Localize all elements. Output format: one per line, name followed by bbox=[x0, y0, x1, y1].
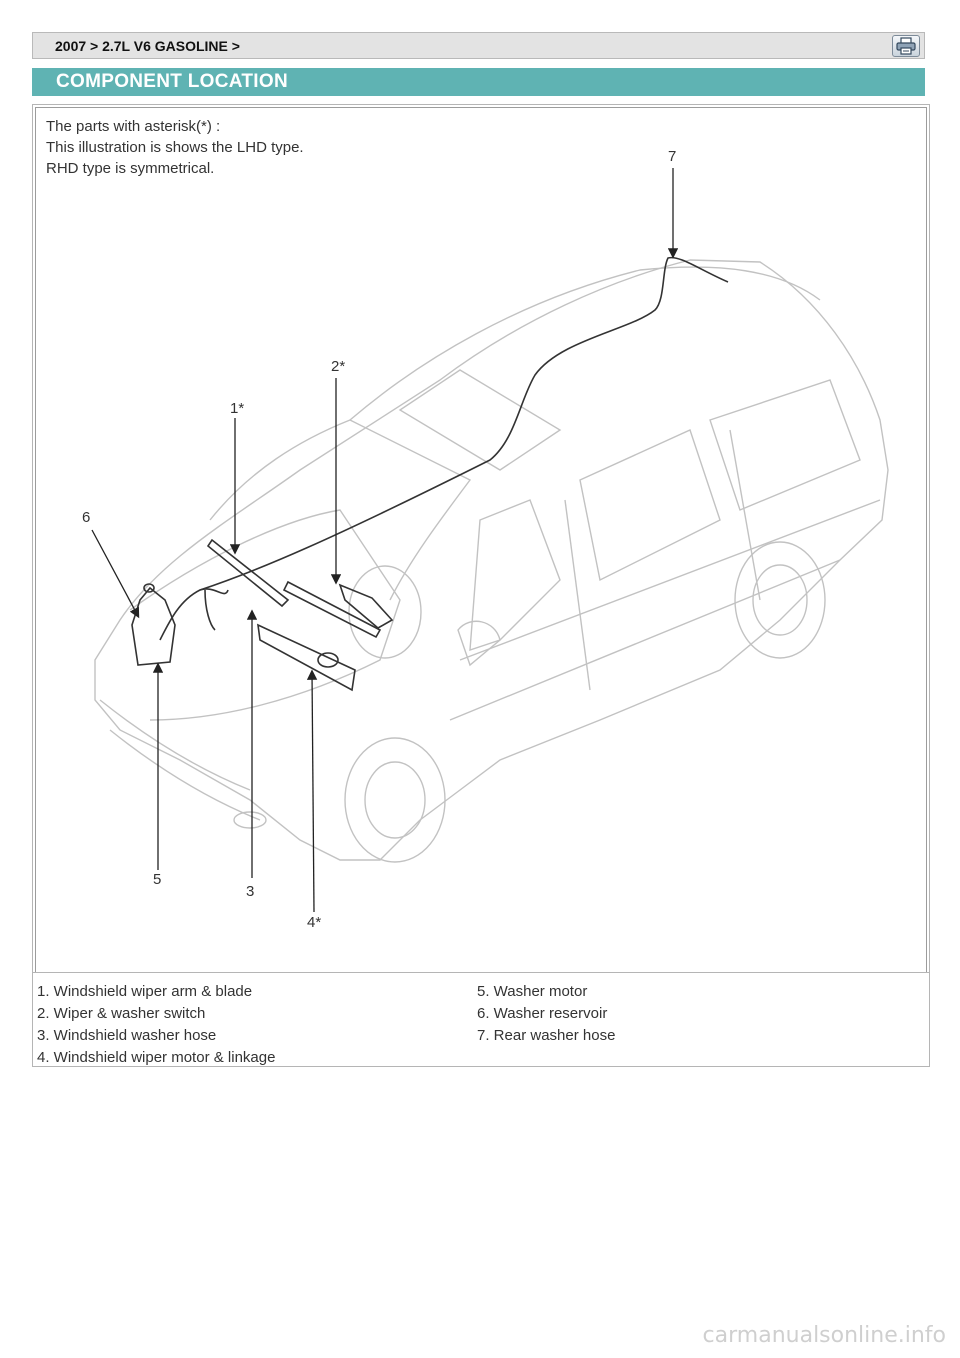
breadcrumb[interactable]: 2007 > 2.7L V6 GASOLINE > bbox=[55, 38, 240, 54]
note-line-3: RHD type is symmetrical. bbox=[46, 160, 215, 177]
legend-item-5: 5. Washer motor bbox=[477, 983, 588, 1000]
legend: 1. Windshield wiper arm & blade 2. Wiper… bbox=[33, 972, 929, 1067]
legend-item-1: 1. Windshield wiper arm & blade bbox=[37, 983, 253, 1000]
legend-item-2: 2. Wiper & washer switch bbox=[37, 1005, 206, 1022]
print-button[interactable] bbox=[892, 35, 920, 57]
note-line-2: This illustration is shows the LHD type. bbox=[46, 139, 304, 156]
section-header: COMPONENT LOCATION bbox=[32, 68, 925, 96]
section-title: COMPONENT LOCATION bbox=[56, 71, 288, 92]
printer-icon bbox=[896, 37, 916, 55]
callout-6: 6 bbox=[82, 509, 91, 526]
callout-2: 2* bbox=[331, 358, 346, 375]
figure-frame bbox=[32, 104, 930, 1067]
callout-5: 5 bbox=[153, 871, 162, 888]
legend-item-6: 6. Washer reservoir bbox=[477, 1005, 608, 1022]
legend-item-7: 7. Rear washer hose bbox=[477, 1027, 616, 1044]
callout-1: 1* bbox=[230, 400, 245, 417]
callout-7: 7 bbox=[668, 148, 677, 165]
callout-3: 3 bbox=[246, 883, 255, 900]
legend-item-3: 3. Windshield washer hose bbox=[37, 1027, 217, 1044]
note-line-1: The parts with asterisk(*) : bbox=[46, 118, 221, 135]
callout-4: 4* bbox=[307, 914, 322, 931]
watermark: carmanualsonline.info bbox=[702, 1323, 946, 1348]
legend-item-4: 4. Windshield wiper motor & linkage bbox=[37, 1049, 276, 1066]
breadcrumb-bar: 2007 > 2.7L V6 GASOLINE > bbox=[32, 32, 925, 59]
